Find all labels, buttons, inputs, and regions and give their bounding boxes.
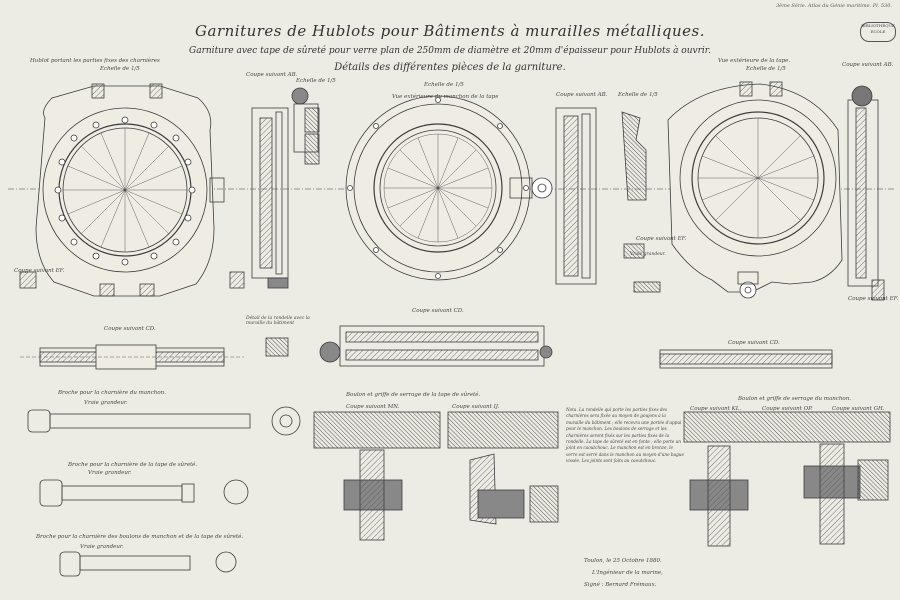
label-broche-3: Broche pour la charnière des boulons de … <box>36 534 244 540</box>
label-coupe-kl: Coupe suivant KL. <box>690 406 742 412</box>
signature-name: Signé : Bernard Frémaux. <box>584 582 657 588</box>
section-cd-left <box>20 344 244 370</box>
library-stamp: BIBLIOTHÈQUE ECOLE <box>860 22 896 42</box>
label-broche-1-scale: Vraie grandeur. <box>84 400 128 406</box>
label-left-view: Hublot portant les parties fixes des cha… <box>30 58 160 64</box>
sheet-subtitle: Garniture avec tape de sûreté pour verre… <box>189 46 711 56</box>
label-coupe-ef-center: Coupe suivant EF. <box>636 236 687 242</box>
small-detail-parts <box>265 107 320 357</box>
label-broche-1: Broche pour la charnière du manchon. <box>58 390 166 396</box>
label-coupe-ij: Coupe suivant IJ. <box>452 404 500 410</box>
broche-1 <box>27 406 301 436</box>
label-coupe-cd-center: Coupe suivant CD. <box>412 308 464 314</box>
label-detail-rondelle: Détail de la rondelle avec la muraille d… <box>246 316 310 326</box>
label-coupe-gh: Coupe suivant GH. <box>832 406 885 412</box>
label-center-view: Vue extérieure du manchon de la tape <box>392 94 499 100</box>
label-broche-2-scale: Vraie grandeur. <box>88 470 132 476</box>
label-right-scale: Echelle de 1/5 <box>746 66 786 72</box>
label-left-scale: Echelle de 1/5 <box>100 66 140 72</box>
section-cd-center <box>319 325 553 367</box>
bolt-detail-center <box>313 411 559 541</box>
label-coupe-op: Coupe suivant OP. <box>762 406 813 412</box>
section-cd-right <box>659 349 833 369</box>
label-coupe-mn: Coupe suivant MN. <box>346 404 400 410</box>
label-broche-3-scale: Vraie grandeur. <box>80 544 124 550</box>
left-section-ab <box>19 87 319 289</box>
center-hublot-view <box>345 95 553 281</box>
label-right-view: Vue extérieure de la tape. <box>718 58 791 64</box>
label-coupe-ef-left: Coupe suivant EF. <box>14 268 65 274</box>
signature-place-date: Toulon, le 25 Octobre 1880. <box>584 558 662 564</box>
label-echelle-1: Echelle de 1/5 <box>296 78 336 84</box>
label-boulon-right: Boulon et griffe de serrage du manchon. <box>738 396 852 402</box>
broche-2 <box>39 479 249 507</box>
center-section-ab <box>555 107 661 293</box>
signature-role: L'Ingénieur de la marine, <box>592 570 663 576</box>
label-coupe-ab-3: Coupe suivant AB. <box>842 62 894 68</box>
label-coupe-cd-left: Coupe suivant CD. <box>104 326 156 332</box>
label-coupe-ab-2: Coupe suivant AB. <box>556 92 608 98</box>
label-boulon-center: Boulon et griffe de serrage de la tape d… <box>346 392 481 398</box>
broche-3 <box>59 551 237 577</box>
left-hublot-view <box>35 83 225 297</box>
plate-header: 3ème Série. Atlas du Génie maritime. Pl.… <box>775 3 892 9</box>
sheet-title: Garnitures de Hublots pour Bâtiments à m… <box>195 22 705 40</box>
right-hublot-view <box>667 81 843 299</box>
label-broche-2: Broche pour la charnière de la tape de s… <box>68 462 198 468</box>
label-coupe-cd-right: Coupe suivant CD. <box>728 340 780 346</box>
label-center-scale: Echelle de 1/5 <box>424 82 464 88</box>
section-heading: Détails des différentes pièces de la gar… <box>334 62 566 73</box>
nota-text: Nota. La rondelle qui porte les parties … <box>566 407 684 464</box>
bolt-detail-right <box>683 411 891 547</box>
right-section-ab <box>847 85 885 301</box>
label-echelle-2: Echelle de 1/5 <box>618 92 658 98</box>
label-coupe-ef-right: Coupe suivant EF. <box>848 296 899 302</box>
label-vraie-grandeur: Vraie grandeur. <box>630 252 666 257</box>
label-coupe-ab-1: Coupe suivant AB. <box>246 72 298 78</box>
